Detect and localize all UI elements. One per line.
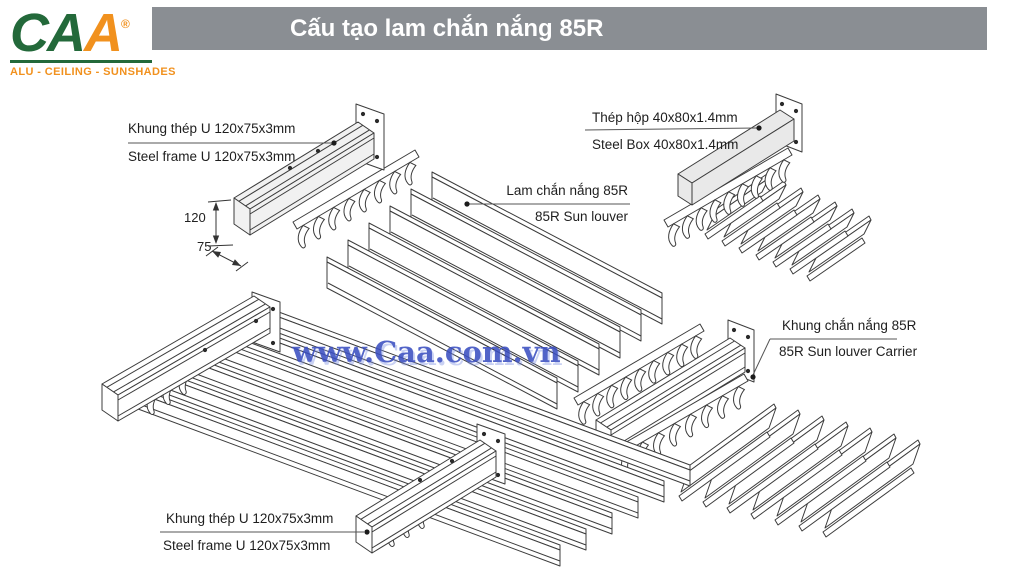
top-right-steel-box-assembly bbox=[663, 93, 872, 282]
label-leader-lines bbox=[128, 125, 897, 535]
dimension-75: 75 bbox=[197, 239, 212, 254]
logo-tagline: ALU - CEILING - SUNSHADES bbox=[10, 66, 176, 78]
watermark: www.Caa.com.vn bbox=[292, 335, 561, 369]
central-louver-array bbox=[326, 171, 663, 410]
header-bar: Cấu tạo lam chắn nắng 85R bbox=[152, 7, 987, 50]
label-steel-frame-bottom-vi: Khung thép U 120x75x3mm bbox=[166, 511, 334, 526]
right-louver-carrier-assembly bbox=[573, 319, 921, 538]
label-steel-frame-bottom-en: Steel frame U 120x75x3mm bbox=[163, 538, 331, 553]
label-steel-box-en: Steel Box 40x80x1.4mm bbox=[592, 137, 739, 152]
label-louver-carrier-en: 85R Sun louver Carrier bbox=[779, 344, 918, 359]
logo-letters-green: CA bbox=[10, 3, 86, 63]
label-steel-frame-top-en: Steel frame U 120x75x3mm bbox=[128, 149, 296, 164]
label-sun-louver-vi: Lam chắn nắng 85R bbox=[506, 183, 628, 198]
logo-text: CAA® bbox=[10, 2, 160, 60]
label-steel-box-vi: Thép hộp 40x80x1.4mm bbox=[592, 110, 738, 125]
dimension-annotations bbox=[205, 199, 249, 272]
bottom-left-louver-assembly bbox=[101, 291, 691, 567]
label-sun-louver-en: 85R Sun louver bbox=[534, 209, 628, 224]
label-steel-frame-top-vi: Khung thép U 120x75x3mm bbox=[128, 121, 296, 136]
registered-mark-icon: ® bbox=[121, 17, 130, 31]
caa-logo: CAA® ALU - CEILING - SUNSHADES bbox=[10, 2, 176, 78]
logo-letter-orange: A bbox=[84, 3, 123, 63]
label-louver-carrier-vi: Khung chắn nắng 85R bbox=[782, 318, 917, 333]
dimension-120: 120 bbox=[184, 210, 206, 225]
page-title: Cấu tạo lam chắn nắng 85R bbox=[290, 15, 604, 42]
top-left-steel-frame-assembly bbox=[233, 103, 420, 249]
logo-underline bbox=[10, 60, 152, 63]
